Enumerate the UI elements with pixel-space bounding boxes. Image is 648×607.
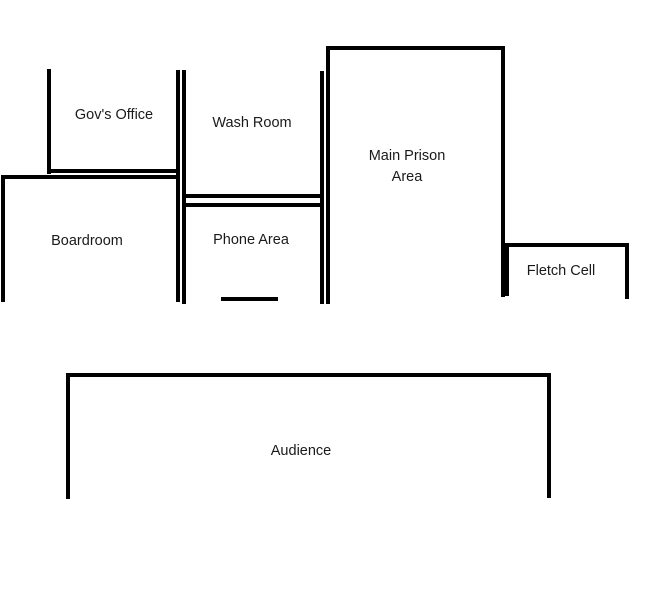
center-double-wall (176, 70, 186, 304)
room-main-prison-area: Main Prison Area (326, 46, 505, 297)
room-audience: Audience (66, 373, 551, 499)
main-prison-label-line2: Area (392, 169, 424, 185)
boardroom-label: Boardroom (51, 233, 123, 249)
main-prison-label-line1: Main Prison (369, 148, 446, 164)
room-boardroom: Boardroom (1, 175, 180, 302)
wash-room-label: Wash Room (212, 115, 291, 131)
room-govs-office: Gov's Office (47, 69, 180, 174)
audience-label: Audience (271, 443, 331, 459)
room-fletch-cell: Fletch Cell (505, 243, 629, 299)
room-wash-room: Wash Room (184, 115, 322, 198)
room-phone-area: Phone Area (182, 203, 324, 301)
phone-area-label: Phone Area (213, 232, 290, 248)
govs-office-label: Gov's Office (75, 107, 153, 123)
fletch-cell-label: Fletch Cell (527, 263, 596, 279)
right-double-wall (320, 46, 330, 304)
